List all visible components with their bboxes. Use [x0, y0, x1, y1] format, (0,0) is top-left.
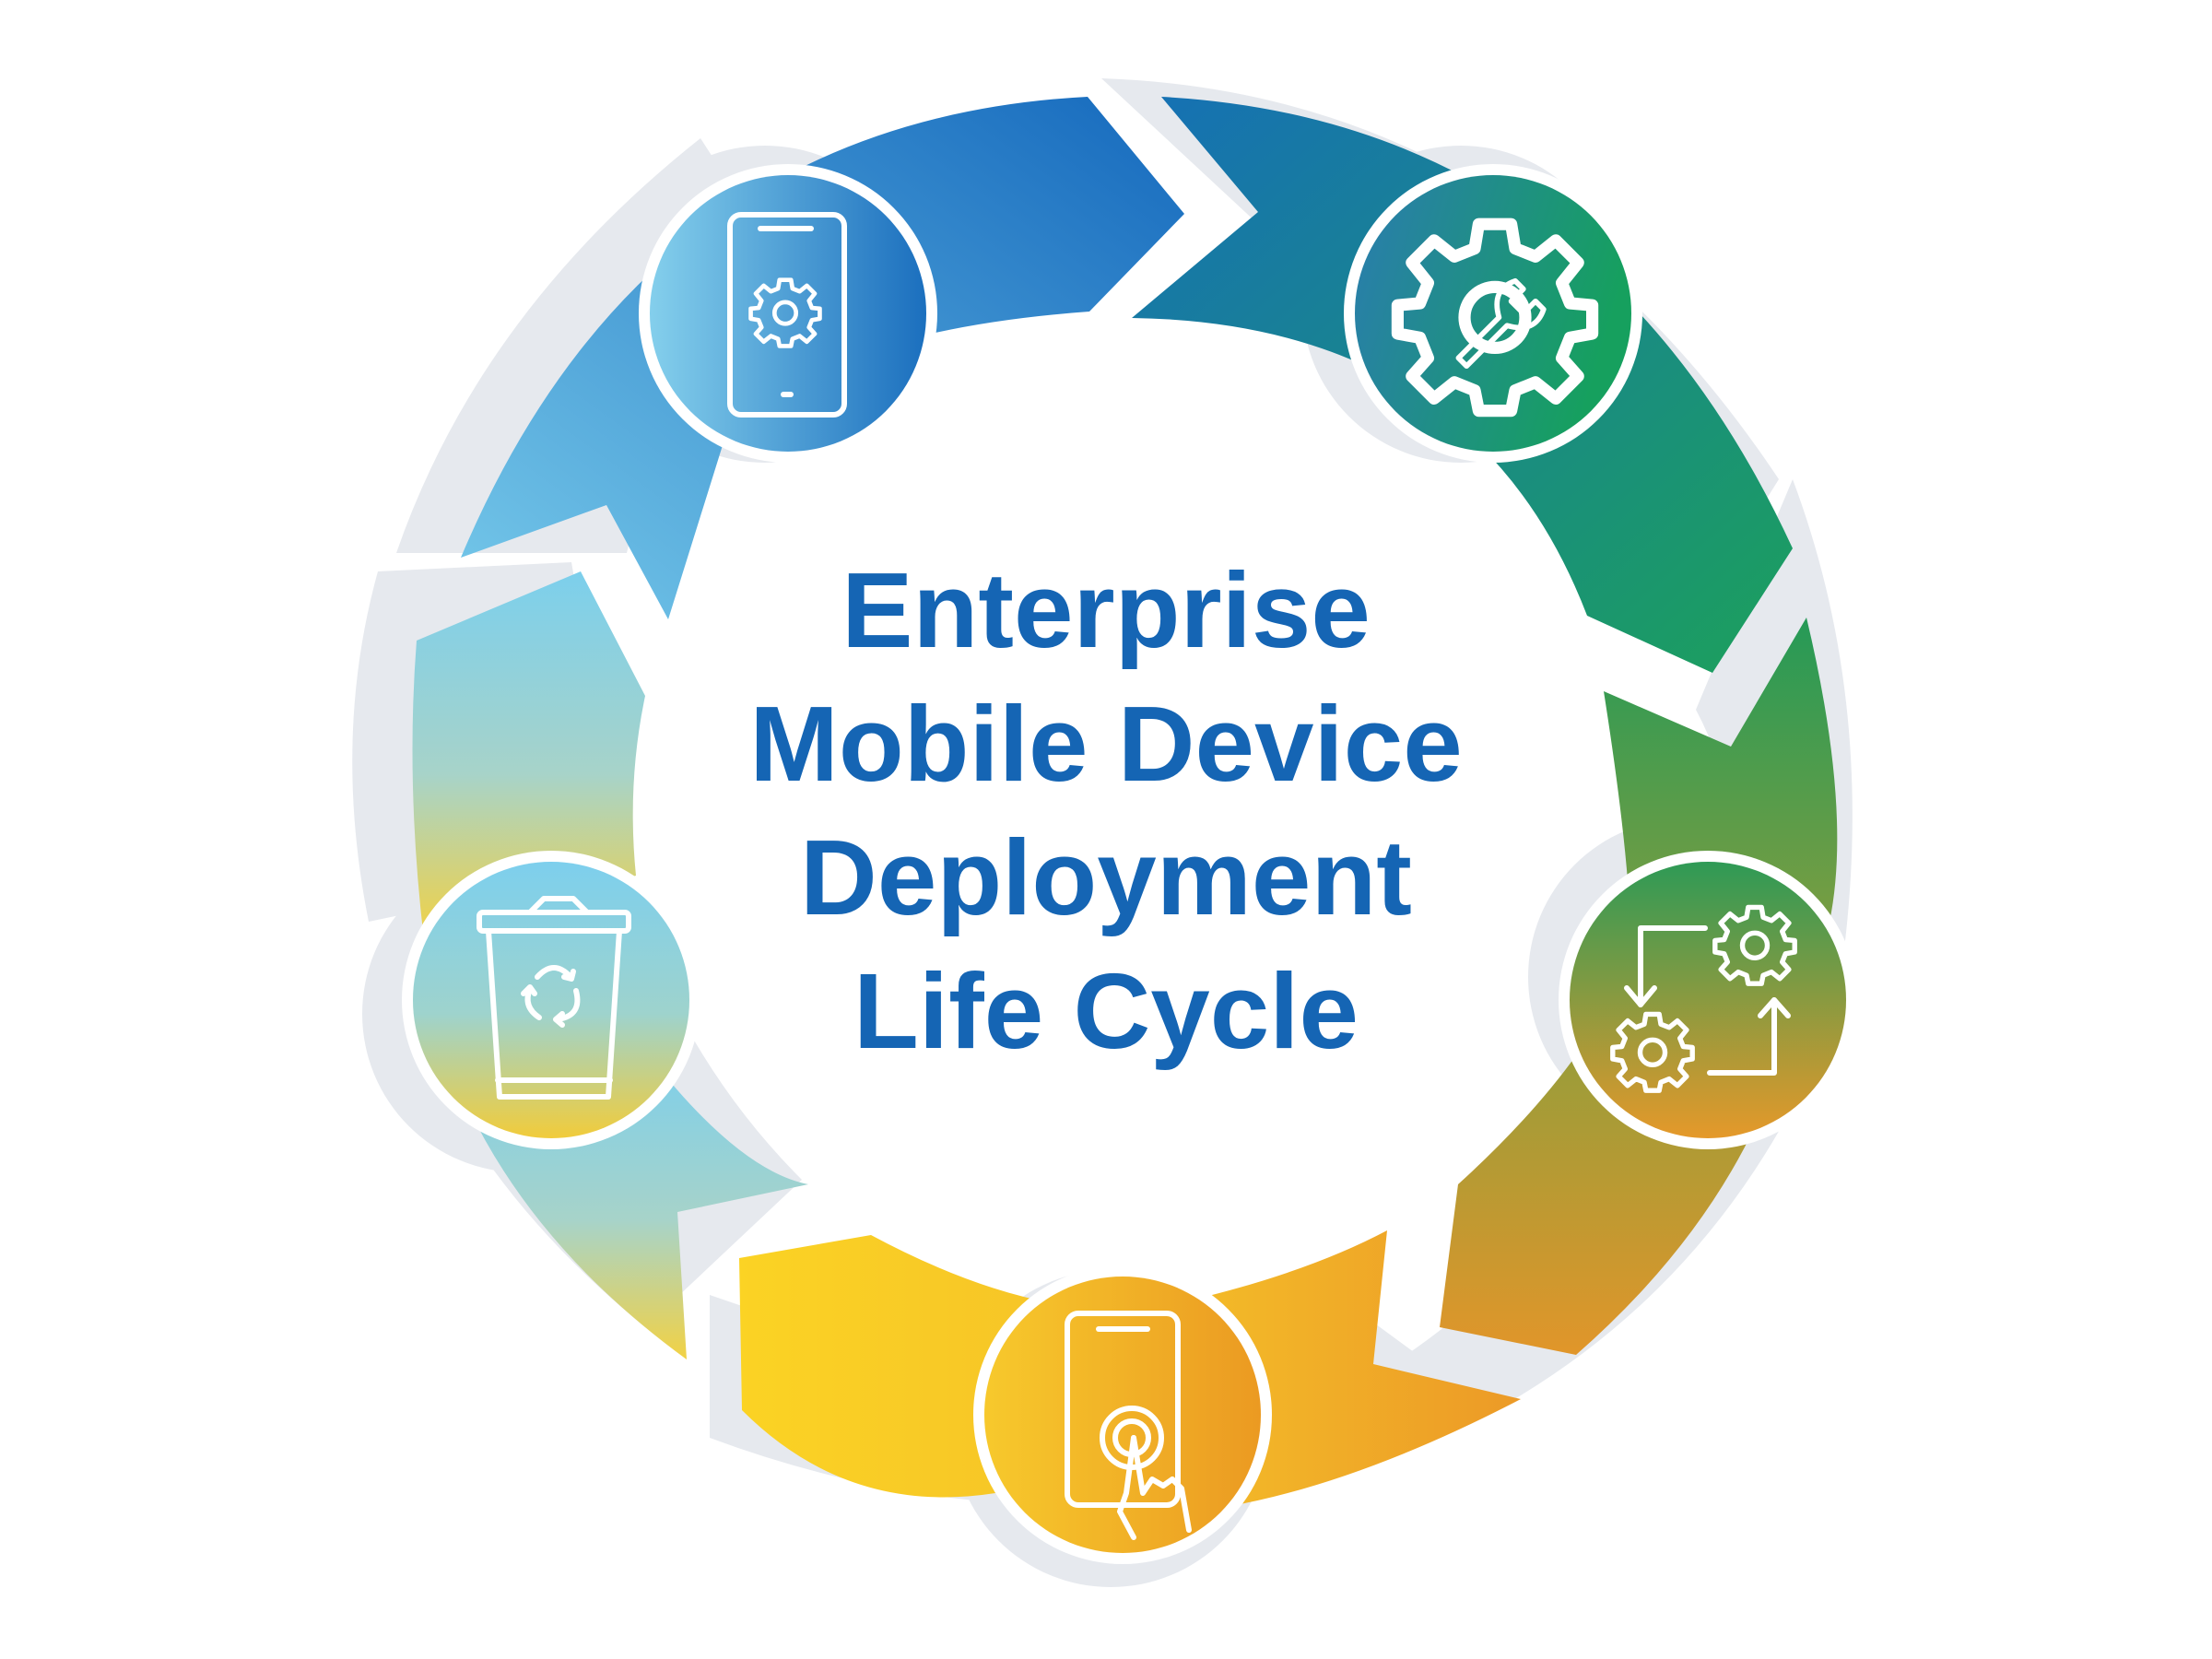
stage-recycle-bin	[402, 851, 700, 1149]
gears-cycle-icon	[1613, 907, 1794, 1090]
title-line-3: Deployment	[800, 818, 1412, 937]
phone-settings-icon	[727, 212, 847, 418]
title-line-2: Mobile Device	[749, 684, 1463, 804]
diagram-title: Enterprise Mobile Device Deployment Life…	[645, 544, 1567, 1078]
recycle-bin-icon	[477, 896, 631, 1100]
stage-phone-settings	[639, 164, 937, 463]
title-line-1: Enterprise	[841, 550, 1371, 670]
title-line-4: Life Cycle	[853, 951, 1359, 1071]
stage-gears-cycle	[1559, 851, 1857, 1149]
stage-phone-touch	[973, 1265, 1272, 1564]
wrench-gear-icon	[1397, 224, 1592, 410]
segment-light-blue	[412, 571, 645, 940]
phone-touch-icon	[1065, 1311, 1192, 1540]
stage-wrench-gear	[1344, 164, 1642, 463]
